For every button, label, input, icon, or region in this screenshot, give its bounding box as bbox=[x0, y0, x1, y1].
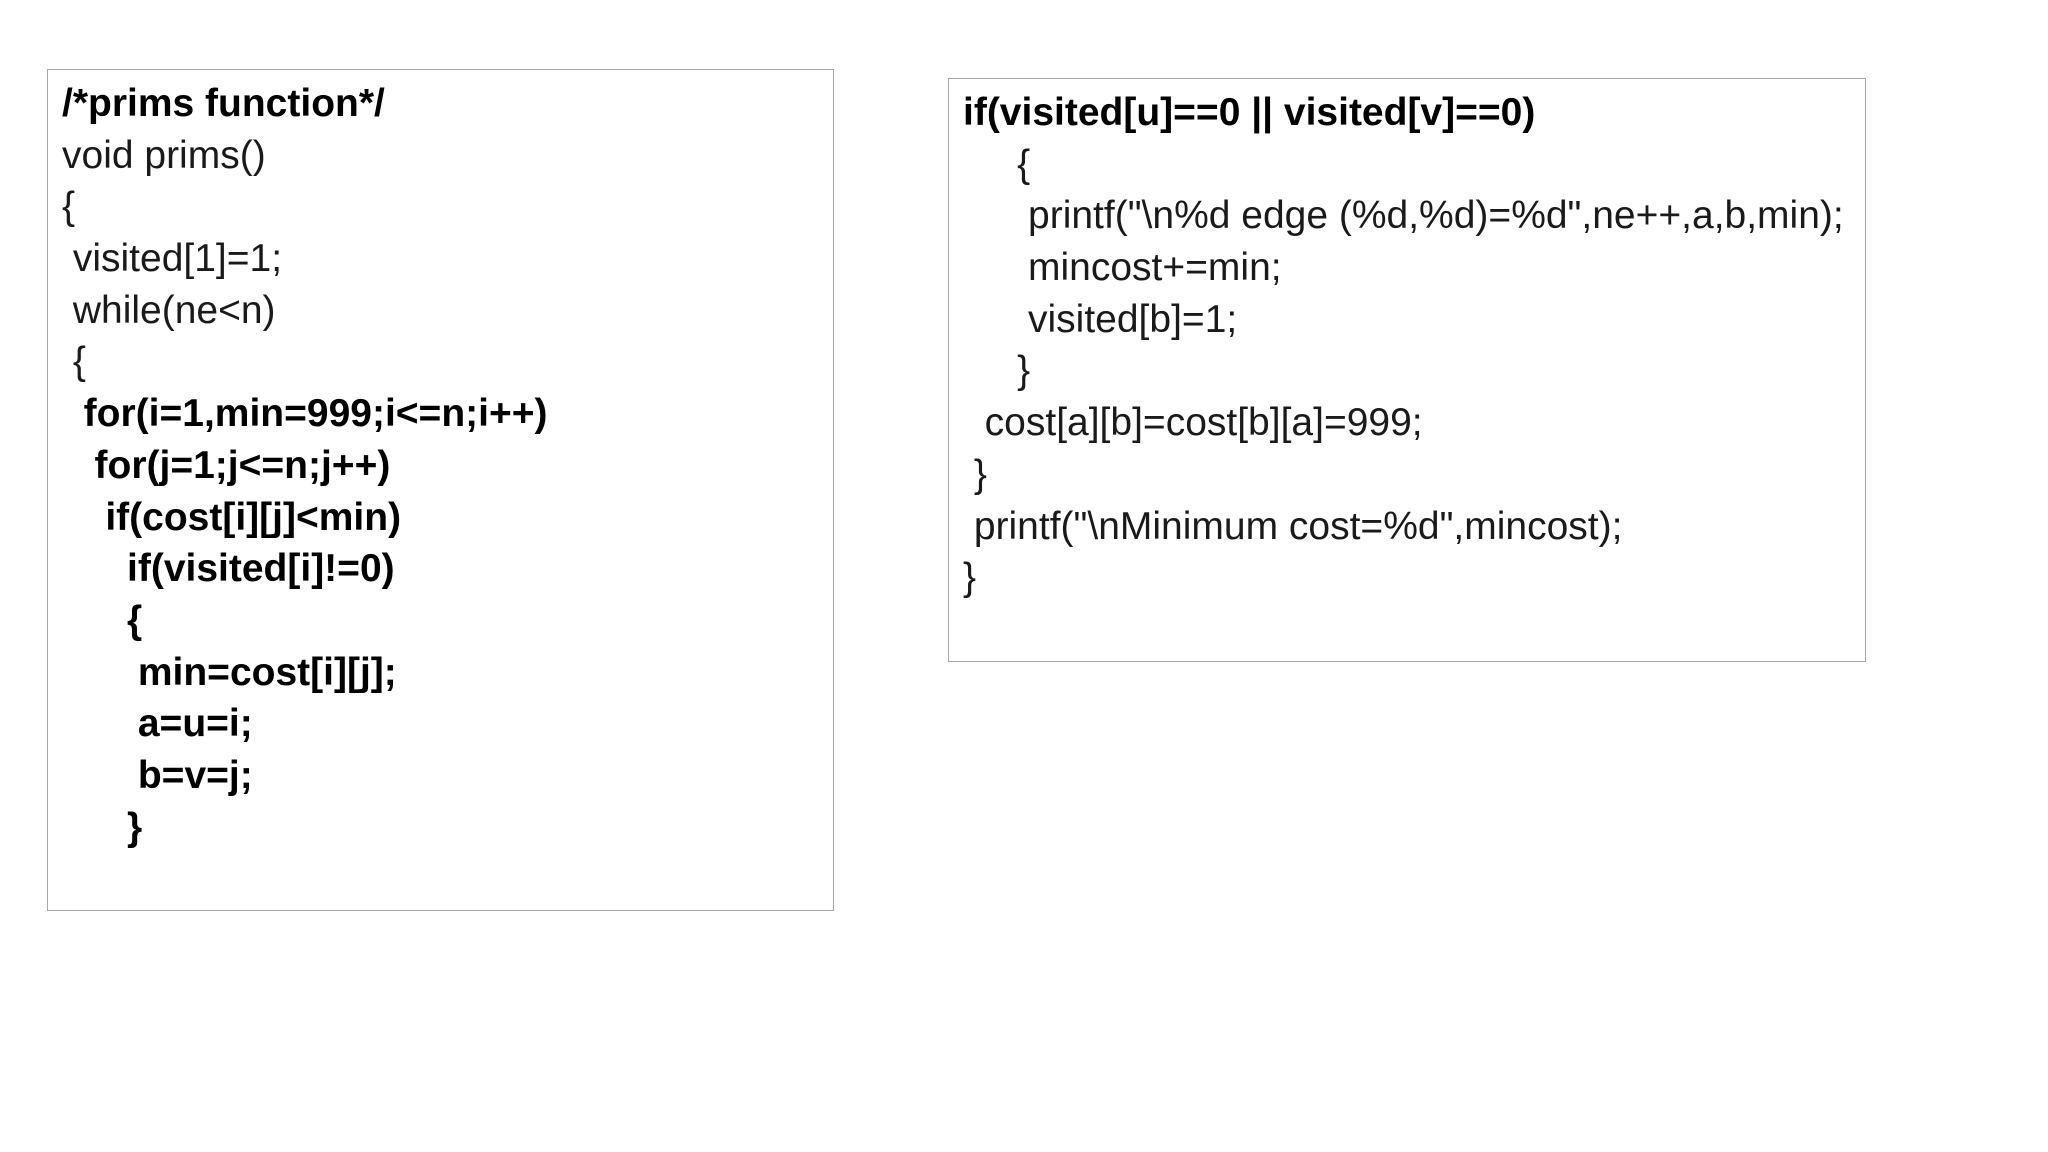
code-line: for(j=1;j<=n;j++) bbox=[62, 443, 391, 487]
code-line: void prims() bbox=[62, 133, 266, 177]
code-lines-left: /*prims function*/ void prims() { visited[… bbox=[62, 78, 548, 853]
code-line: b=v=j; bbox=[62, 753, 253, 797]
code-line: { bbox=[62, 598, 143, 642]
code-line: mincost+=min; bbox=[963, 246, 1282, 290]
code-line: min=cost[i][j]; bbox=[62, 650, 397, 694]
code-panel-prims-function: /*prims function*/ void prims() { visited[… bbox=[47, 69, 834, 911]
code-line: } bbox=[963, 556, 977, 600]
code-line: a=u=i; bbox=[62, 702, 253, 746]
code-line: cost[a][b]=cost[b][a]=999; bbox=[963, 401, 1423, 445]
code-lines-right: if(visited[u]==0 || visited[v]==0) { pri… bbox=[963, 87, 1844, 604]
code-line: } bbox=[62, 805, 143, 849]
code-line: /*prims function*/ bbox=[62, 82, 385, 125]
code-line: { bbox=[62, 185, 76, 229]
code-line: } bbox=[963, 452, 987, 496]
code-line: while(ne<n) bbox=[62, 288, 276, 332]
code-line: visited[1]=1; bbox=[62, 237, 283, 281]
code-line: if(cost[i][j]<min) bbox=[62, 495, 402, 539]
code-line: { bbox=[963, 142, 1031, 186]
code-line: printf("\nMinimum cost=%d",mincost); bbox=[963, 504, 1623, 548]
code-line: if(visited[i]!=0) bbox=[62, 547, 395, 591]
code-line: } bbox=[963, 349, 1031, 393]
code-panel-continuation: if(visited[u]==0 || visited[v]==0) { pri… bbox=[948, 78, 1866, 662]
code-line: visited[b]=1; bbox=[963, 297, 1238, 341]
code-line: { bbox=[62, 340, 86, 384]
code-line: for(i=1,min=999;i<=n;i++) bbox=[62, 392, 548, 436]
code-line: if(visited[u]==0 || visited[v]==0) bbox=[963, 91, 1536, 134]
code-line: printf("\n%d edge (%d,%d)=%d",ne++,a,b,m… bbox=[963, 194, 1844, 238]
